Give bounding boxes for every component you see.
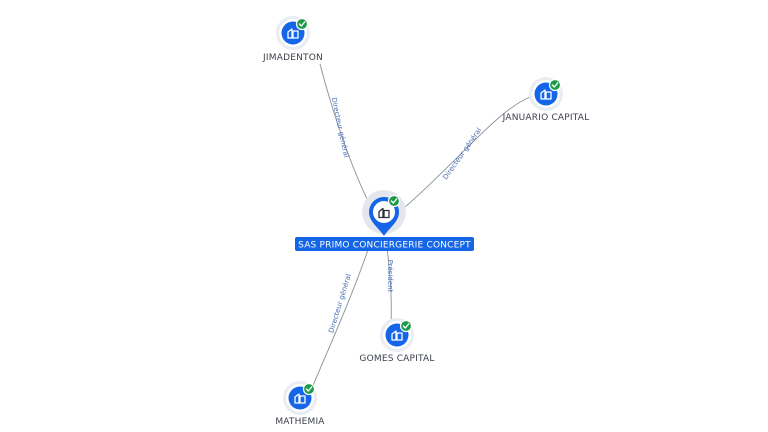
- edge-gomes: Président: [385, 239, 394, 324]
- edge-jimadenton: Directeur général: [319, 63, 371, 206]
- edge-label: Directeur général: [330, 97, 351, 159]
- check-icon: [387, 194, 401, 208]
- edge-line: [319, 63, 371, 206]
- edge-label: Directeur général: [441, 126, 483, 181]
- center-node[interactable]: SAS PRIMO CONCIERGERIE CONCEPT: [295, 190, 474, 251]
- center-label-bg: [295, 237, 474, 251]
- node-jimadenton[interactable]: JIMADENTON: [262, 16, 323, 63]
- node-label: GOMES CAPITAL: [359, 354, 434, 364]
- edge-label: Directeur général: [327, 273, 353, 334]
- node-mathemia[interactable]: MATHEMIA: [275, 381, 325, 427]
- company-building-icon: [391, 330, 403, 341]
- node-label: JANUARIO CAPITAL: [502, 113, 590, 123]
- nodes-layer: JIMADENTON JANUARIO CAPITAL GOMES CAPITAL M…: [262, 16, 589, 427]
- check-icon: [302, 382, 316, 396]
- node-gomes[interactable]: GOMES CAPITAL: [359, 318, 434, 364]
- company-building-icon: [294, 393, 306, 404]
- company-building-icon: [378, 207, 390, 219]
- center-label: SAS PRIMO CONCIERGERIE CONCEPT: [298, 241, 471, 251]
- node-label: MATHEMIA: [275, 417, 325, 427]
- check-icon: [399, 319, 413, 333]
- check-icon: [548, 78, 562, 92]
- edge-line: [311, 237, 373, 389]
- company-building-icon: [540, 89, 552, 100]
- node-label: JIMADENTON: [262, 53, 323, 63]
- edge-line: [396, 96, 531, 215]
- edge-label: Président: [386, 260, 394, 293]
- edge-mathemia: Directeur général: [311, 237, 373, 389]
- node-januario[interactable]: JANUARIO CAPITAL: [502, 77, 590, 123]
- check-icon: [295, 17, 309, 31]
- company-building-icon: [287, 28, 299, 39]
